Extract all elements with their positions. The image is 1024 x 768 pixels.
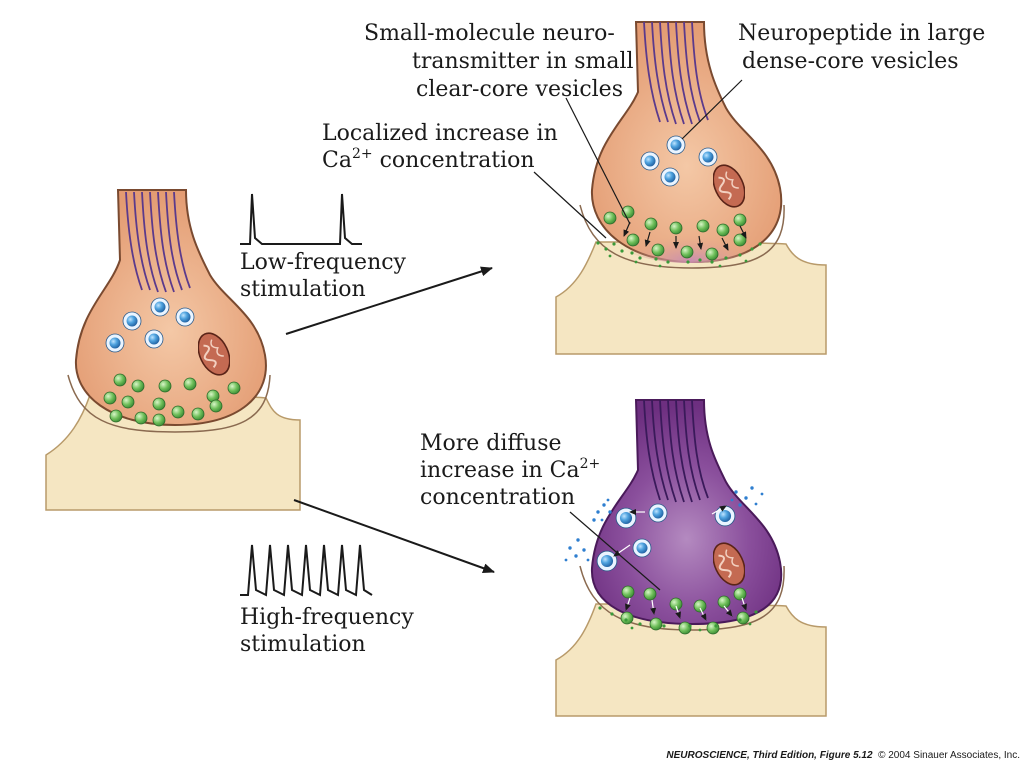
diffuse-increase-label: More diffuse increase in Ca2+ concentrat… — [420, 431, 607, 510]
localized-increase-label: Localized increase in Ca2+ concentration — [322, 121, 565, 173]
leader-lines — [533, 79, 743, 591]
arrow-to-low-frequency-outcome — [285, 266, 493, 335]
calcium-ions — [598, 606, 758, 632]
figure-credit: NEUROSCIENCE, Third Edition, Figure 5.12… — [666, 750, 1020, 761]
release-arrows — [623, 221, 747, 251]
low-frequency-label: Low-frequency stimulation — [240, 250, 413, 302]
arrow-to-high-frequency-outcome — [293, 499, 495, 573]
high-frequency-synapse — [555, 399, 827, 717]
synaptic-cleft — [579, 565, 785, 631]
axon-filaments — [643, 21, 709, 125]
axon-filaments — [643, 399, 709, 503]
low-frequency-trace — [240, 193, 362, 245]
low-frequency-synapse — [555, 21, 827, 355]
small-molecule-label: Small-molecule neuro- transmitter in sma… — [364, 21, 641, 102]
high-frequency-label: High-frequency stimulation — [240, 605, 421, 657]
synaptic-cleft — [579, 204, 785, 269]
release-arrows — [613, 505, 747, 621]
axon-filaments — [125, 191, 191, 293]
resting-synapse — [45, 189, 301, 511]
released-neuropeptide — [564, 486, 764, 562]
calcium-ions — [596, 241, 762, 268]
synaptic-cleft — [67, 374, 271, 433]
neuropeptide-label: Neuropeptide in large dense-core vesicle… — [738, 21, 992, 74]
high-frequency-trace — [240, 544, 373, 597]
